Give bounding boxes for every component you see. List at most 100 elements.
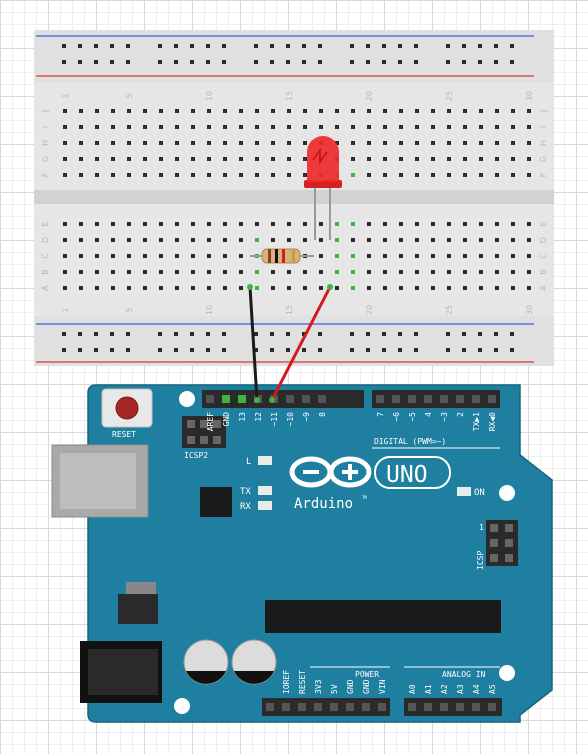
breadboard-hole[interactable] (79, 141, 83, 145)
breadboard-hole[interactable] (367, 254, 371, 258)
rail-hole[interactable] (302, 332, 306, 336)
breadboard-hole[interactable] (511, 157, 515, 161)
breadboard-hole[interactable] (415, 109, 419, 113)
breadboard-hole[interactable] (239, 125, 243, 129)
breadboard-hole[interactable] (95, 157, 99, 161)
breadboard-hole[interactable] (175, 173, 179, 177)
rail-hole[interactable] (302, 60, 306, 64)
breadboard-hole[interactable] (399, 238, 403, 242)
rail-hole[interactable] (206, 348, 210, 352)
breadboard-hole[interactable] (415, 254, 419, 258)
breadboard-hole[interactable] (431, 141, 435, 145)
breadboard-hole[interactable] (127, 125, 131, 129)
rail-hole[interactable] (110, 332, 114, 336)
rail-hole[interactable] (254, 332, 258, 336)
breadboard-hole[interactable] (463, 125, 467, 129)
breadboard-hole[interactable] (447, 222, 451, 226)
breadboard-hole[interactable] (127, 222, 131, 226)
breadboard-hole[interactable] (79, 286, 83, 290)
rail-hole[interactable] (174, 44, 178, 48)
rail-hole[interactable] (414, 44, 418, 48)
rail-hole[interactable] (494, 60, 498, 64)
breadboard-hole[interactable] (367, 270, 371, 274)
rail-hole[interactable] (158, 348, 162, 352)
breadboard-hole[interactable] (367, 173, 371, 177)
rail-hole[interactable] (286, 60, 290, 64)
rail-hole[interactable] (174, 60, 178, 64)
breadboard-hole[interactable] (399, 286, 403, 290)
breadboard-hole[interactable] (367, 286, 371, 290)
breadboard-hole[interactable] (431, 157, 435, 161)
breadboard-hole[interactable] (271, 157, 275, 161)
breadboard-hole[interactable] (335, 125, 339, 129)
breadboard-hole[interactable] (303, 109, 307, 113)
breadboard-hole[interactable] (415, 238, 419, 242)
rail-hole[interactable] (478, 332, 482, 336)
rail-hole[interactable] (414, 332, 418, 336)
breadboard-hole[interactable] (463, 222, 467, 226)
breadboard-hole[interactable] (415, 125, 419, 129)
breadboard-hole[interactable] (511, 254, 515, 258)
breadboard-hole[interactable] (95, 141, 99, 145)
header-socket[interactable] (298, 703, 306, 711)
breadboard-hole[interactable] (447, 286, 451, 290)
rail-hole[interactable] (94, 332, 98, 336)
breadboard-hole[interactable] (447, 141, 451, 145)
breadboard-hole[interactable] (351, 270, 355, 274)
breadboard-hole[interactable] (191, 173, 195, 177)
breadboard-hole[interactable] (255, 109, 259, 113)
breadboard-hole[interactable] (287, 125, 291, 129)
breadboard-hole[interactable] (239, 173, 243, 177)
breadboard-hole[interactable] (239, 238, 243, 242)
breadboard-hole[interactable] (223, 254, 227, 258)
breadboard-hole[interactable] (159, 125, 163, 129)
breadboard-hole[interactable] (79, 254, 83, 258)
breadboard-hole[interactable] (287, 270, 291, 274)
header-socket[interactable] (282, 703, 290, 711)
breadboard-hole[interactable] (303, 125, 307, 129)
rail-hole[interactable] (382, 60, 386, 64)
breadboard-hole[interactable] (111, 238, 115, 242)
breadboard-hole[interactable] (527, 238, 531, 242)
breadboard-hole[interactable] (527, 222, 531, 226)
breadboard-hole[interactable] (95, 286, 99, 290)
breadboard-hole[interactable] (319, 125, 323, 129)
breadboard-hole[interactable] (255, 238, 259, 242)
breadboard-hole[interactable] (159, 157, 163, 161)
breadboard-hole[interactable] (511, 141, 515, 145)
breadboard-hole[interactable] (111, 109, 115, 113)
breadboard-hole[interactable] (447, 125, 451, 129)
rail-hole[interactable] (78, 60, 82, 64)
breadboard-hole[interactable] (351, 286, 355, 290)
breadboard-hole[interactable] (175, 238, 179, 242)
breadboard-hole[interactable] (351, 238, 355, 242)
rail-hole[interactable] (126, 60, 130, 64)
breadboard-hole[interactable] (175, 125, 179, 129)
rail-hole[interactable] (414, 348, 418, 352)
reset-button-cap[interactable] (115, 396, 139, 420)
breadboard-hole[interactable] (143, 109, 147, 113)
rail-hole[interactable] (126, 332, 130, 336)
breadboard-hole[interactable] (223, 286, 227, 290)
breadboard-hole[interactable] (527, 141, 531, 145)
breadboard-hole[interactable] (287, 173, 291, 177)
breadboard-hole[interactable] (447, 238, 451, 242)
breadboard-hole[interactable] (191, 286, 195, 290)
breadboard-hole[interactable] (463, 109, 467, 113)
header-socket[interactable] (424, 703, 432, 711)
breadboard-hole[interactable] (63, 173, 67, 177)
rail-hole[interactable] (270, 348, 274, 352)
breadboard-hole[interactable] (351, 254, 355, 258)
breadboard-hole[interactable] (303, 173, 307, 177)
breadboard-hole[interactable] (191, 238, 195, 242)
breadboard-hole[interactable] (431, 254, 435, 258)
breadboard-hole[interactable] (367, 222, 371, 226)
rail-hole[interactable] (318, 348, 322, 352)
breadboard-hole[interactable] (383, 286, 387, 290)
breadboard-hole[interactable] (287, 141, 291, 145)
breadboard-hole[interactable] (143, 238, 147, 242)
rail-hole[interactable] (494, 332, 498, 336)
header-socket[interactable] (346, 703, 354, 711)
breadboard-hole[interactable] (319, 286, 323, 290)
breadboard-hole[interactable] (479, 173, 483, 177)
